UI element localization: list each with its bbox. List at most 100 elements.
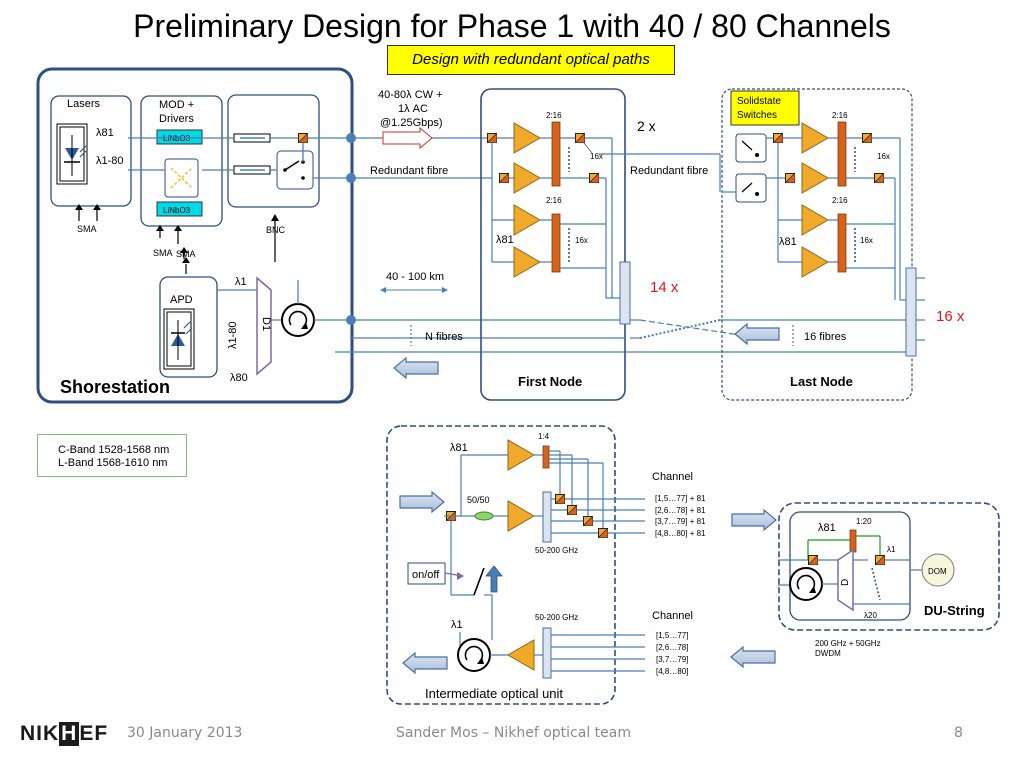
- channel-bottom-4: [4,8…80]: [656, 667, 688, 676]
- intermediate-lambda81: λ81: [450, 442, 468, 454]
- l-band-label: L-Band 1568-1610 nm: [58, 457, 168, 469]
- channel-bottom-1: [1,5…77]: [656, 631, 688, 640]
- channel-bottom-3: [3,7…79]: [656, 655, 688, 664]
- last-node-title: Last Node: [790, 374, 853, 389]
- last-split-bottom: 2:16: [832, 196, 848, 205]
- dom-sphere: [921, 553, 955, 587]
- amplifier: [507, 439, 535, 471]
- dwdm-filter: [542, 491, 552, 543]
- sixteen-x-label: 16 x: [936, 308, 965, 325]
- demux-lambda80: λ80: [230, 372, 248, 384]
- last-node-lambda81: λ81: [779, 236, 797, 248]
- circulator-shore: [281, 303, 315, 337]
- shorestation: Shorestation Lasers λ81 λ1-80 SMA MOD + …: [36, 67, 354, 404]
- return-arrow-shore: [393, 357, 439, 379]
- shorestation-title: Shorestation: [60, 377, 170, 397]
- return-arrow-last: [734, 323, 780, 345]
- first-split-top: 2:16: [546, 111, 562, 120]
- channel-top-3: [3,7…79] + 81: [655, 517, 706, 526]
- laser-lambda1-80: λ1-80: [96, 155, 124, 167]
- from-du-arrow: [730, 646, 776, 668]
- linbo3-bottom-label: LiNbO3: [163, 206, 191, 215]
- footer-page-number: 8: [954, 725, 963, 741]
- last-node: Last Node Solidstate Switches 2:16 2:16: [721, 88, 925, 401]
- first-node: First Node 2:16 2:16 16x 16x λ81: [480, 88, 640, 401]
- amplifier: [513, 162, 541, 194]
- amplifier: [801, 122, 829, 154]
- n-fibres-label: N fibres: [425, 331, 463, 343]
- switches-label-1: Solidstate: [737, 96, 781, 107]
- du-lambda1: λ1: [887, 545, 896, 554]
- lasers-label: Lasers: [67, 98, 101, 110]
- fibre-bundle-first: [619, 261, 631, 325]
- splitter-2-16: [551, 121, 561, 187]
- amplifier: [507, 500, 535, 532]
- du-d-label: D: [840, 579, 851, 586]
- two-x-label: 2 x: [637, 118, 656, 134]
- channel-top-4: [4,8…80] + 81: [655, 529, 706, 538]
- cw-label-2: 1λ AC: [398, 103, 428, 115]
- up-arrow: [485, 565, 503, 593]
- intermediate-optical-unit: Intermediate optical unit λ81 1:4 50/50 …: [386, 425, 706, 705]
- first-node-lambda81: λ81: [496, 234, 514, 246]
- splitter-2-16: [551, 213, 561, 273]
- sixteen-fibres-label: 16 fibres: [804, 331, 847, 343]
- last-split-top: 2:16: [832, 111, 848, 120]
- dom-label: DOM: [928, 567, 947, 576]
- signal-arrow: [382, 126, 433, 150]
- footer-date: 30 January 2013: [127, 725, 243, 741]
- linbo3-bottom: [156, 201, 203, 217]
- splitter-1-4: [542, 445, 550, 469]
- drivers-label: Drivers: [159, 113, 194, 125]
- du-ratio: 1:20: [856, 517, 872, 526]
- bnc-label: BNC: [266, 225, 286, 235]
- channel-top-2: [2,6…78] + 81: [655, 506, 706, 515]
- du-demux: [837, 548, 854, 612]
- channel-bottom-label: Channel: [652, 610, 693, 622]
- output-arrow-intermediate: [402, 652, 448, 674]
- laser-lambda81: λ81: [96, 127, 114, 139]
- sma-label-lasers: SMA: [77, 224, 97, 234]
- to-du-arrow: [731, 509, 777, 531]
- slide-title: Preliminary Design for Phase 1 with 40 /…: [133, 8, 891, 44]
- last-fan-top: 16x: [877, 152, 890, 161]
- redundant-fibre-label-2: Redundant fibre: [630, 165, 708, 177]
- intermediate-lambda1: λ1: [451, 619, 463, 631]
- sma-label-mod-2: SMA: [176, 249, 196, 259]
- channel-bottom-2: [2,6…78]: [656, 643, 688, 652]
- du-string-title: DU-String: [924, 603, 985, 618]
- onoff-label: on/off: [412, 569, 440, 581]
- du-string: DU-String λ81 1:20 λ1 D λ20 DOM 200 GHz …: [778, 502, 1000, 658]
- coupler-shore: [298, 133, 308, 143]
- fourteen-x-label: 14 x: [650, 279, 679, 296]
- intermediate-ratio: 1:4: [538, 432, 550, 441]
- linbo3-top: [156, 129, 203, 145]
- switches-label-box: [730, 90, 800, 126]
- first-fan-bottom: 16x: [575, 236, 588, 245]
- nikhef-logo: NIKHEF: [20, 722, 109, 746]
- redundant-paths-banner: Design with redundant optical paths: [387, 45, 675, 75]
- c-band-label: C-Band 1528-1568 nm: [58, 444, 170, 456]
- sma-label-mod-1: SMA: [153, 248, 173, 258]
- last-fan-bottom: 16x: [860, 236, 873, 245]
- du-splitter: [849, 529, 857, 553]
- input-arrow-intermediate: [399, 491, 445, 513]
- cw-label-3: @1.25Gbps): [380, 117, 443, 129]
- apd-lambda1: λ1: [235, 276, 247, 288]
- first-node-title: First Node: [518, 374, 582, 389]
- splitter-2-16: [837, 213, 847, 273]
- switches-label-2: Switches: [737, 110, 777, 121]
- amplifier: [513, 122, 541, 154]
- du-dwdm-1: 200 GHz + 50GHz: [815, 639, 881, 648]
- intermediate-ghz-bottom: 50-200 GHz: [535, 613, 578, 622]
- intermediate-title: Intermediate optical unit: [425, 686, 563, 701]
- fibre-bundle-last: [905, 267, 917, 357]
- redundant-fibre-label-1: Redundant fibre: [370, 165, 448, 177]
- circulator-du: [789, 567, 823, 601]
- amplifier: [801, 162, 829, 194]
- intermediate-split: 50/50: [467, 495, 490, 505]
- cw-label-1: 40-80λ CW +: [378, 89, 443, 101]
- dwdm-filter: [542, 627, 552, 679]
- mod-label: MOD +: [159, 99, 194, 111]
